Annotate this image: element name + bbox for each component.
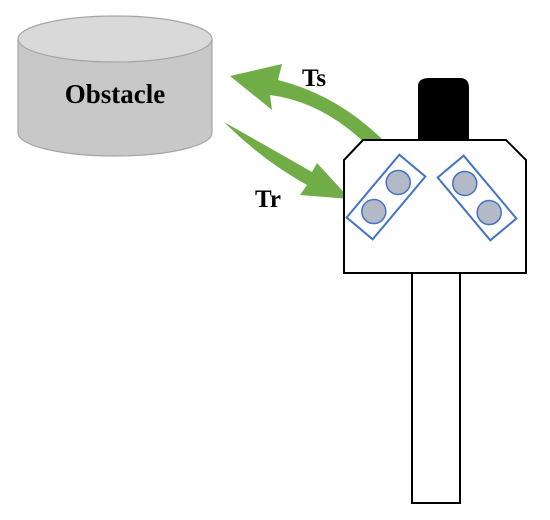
right-transducer-top <box>452 170 478 197</box>
obstacle-top <box>17 15 213 63</box>
sensor-device <box>343 78 527 504</box>
device-cap <box>418 78 469 150</box>
left-transducer-top <box>385 169 411 196</box>
transmit-label: Ts <box>302 65 326 92</box>
receive-label: Tr <box>255 186 281 213</box>
obstacle-body <box>17 38 213 157</box>
device-pole <box>411 272 461 504</box>
right-transducer-bottom <box>476 199 502 226</box>
left-transducer-bottom <box>361 198 387 225</box>
transmit-arrow <box>230 64 385 150</box>
left-transducer-module <box>345 153 427 241</box>
receive-arrow <box>224 122 350 199</box>
right-module-outline <box>436 154 518 242</box>
obstacle-label: Obstacle <box>65 79 166 109</box>
left-module-outline <box>345 153 427 241</box>
obstacle-cylinder: Obstacle <box>17 15 213 157</box>
right-transducer-module <box>436 154 518 242</box>
